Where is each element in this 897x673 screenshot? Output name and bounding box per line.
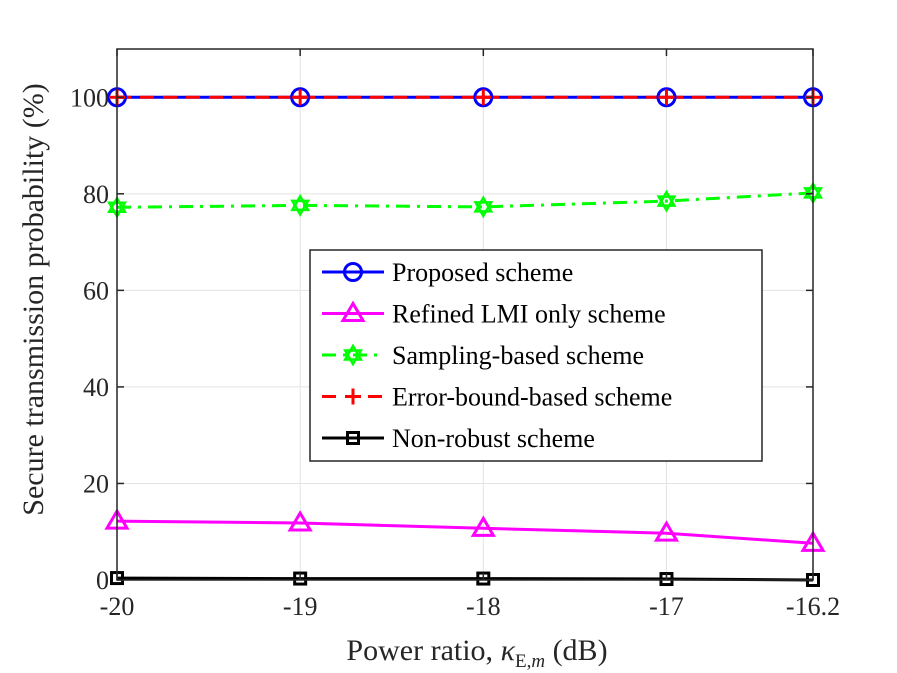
- legend-item-error-bound-based-scheme: Error-bound-based scheme: [322, 383, 672, 412]
- series-point-error-bound-based-scheme: [658, 89, 675, 106]
- hexagram-marker-part: [290, 193, 311, 212]
- x-tick-label: -19: [283, 592, 318, 621]
- legend-item-proposed-scheme: Proposed scheme: [322, 258, 573, 287]
- x-axis-label-subscript: E,: [515, 651, 531, 672]
- legend-marker: [343, 262, 363, 282]
- y-tick-label: 40: [83, 373, 109, 402]
- series-markers: [104, 87, 826, 587]
- legend-label: Proposed scheme: [392, 258, 573, 287]
- x-axis-label-symbol: κ: [501, 634, 516, 667]
- legend-marker: [340, 300, 366, 322]
- series-point-refined-lmi-only-scheme: [287, 510, 313, 532]
- circle-marker: [656, 87, 677, 108]
- triangle-marker: [287, 510, 313, 532]
- triangle-marker: [470, 515, 496, 537]
- square-marker: [346, 431, 360, 445]
- y-tick-label: 60: [83, 276, 109, 305]
- y-tick-label: 80: [83, 180, 109, 209]
- x-tick-label: -17: [649, 592, 684, 621]
- hexagram-marker-part: [473, 195, 494, 213]
- legend-label: Non-robust scheme: [392, 424, 595, 453]
- series-point-refined-lmi-only-scheme: [653, 520, 680, 542]
- series-point-sampling-based-scheme: [656, 189, 677, 213]
- circle-marker: [473, 87, 494, 108]
- y-tick-label: 0: [96, 566, 109, 595]
- series-point-proposed-scheme: [473, 87, 494, 108]
- series-point-proposed-scheme: [656, 87, 677, 108]
- series-point-sampling-based-scheme: [290, 193, 311, 217]
- legend-label: Refined LMI only scheme: [392, 300, 666, 329]
- y-tick-label: 20: [83, 469, 109, 498]
- series-point-refined-lmi-only-scheme: [470, 515, 496, 537]
- series-line-sampling-based-scheme: [116, 191, 814, 209]
- series-point-error-bound-based-scheme: [292, 89, 309, 106]
- x-tick-labels: -20 -19 -18 -17 -16.2: [100, 592, 840, 621]
- y-tick-label: 100: [70, 83, 109, 112]
- series-point-proposed-scheme: [290, 87, 311, 108]
- series-point-error-bound-based-scheme: [475, 89, 492, 106]
- legend-marker: [345, 388, 361, 405]
- hexagram-marker-part: [473, 201, 494, 219]
- legend-box: [309, 249, 763, 462]
- legend-item-refined-lmi-only-scheme: Refined LMI only scheme: [322, 300, 666, 329]
- hexagram-marker-part: [656, 189, 677, 207]
- hexagram-marker-part: [343, 343, 363, 361]
- x-axis-label: Power ratio, κE,m (dB): [346, 634, 607, 672]
- legend-label: Error-bound-based scheme: [392, 383, 672, 412]
- y-tick-labels: 0 20 40 60 80 100: [70, 83, 109, 595]
- series-point-sampling-based-scheme: [473, 195, 494, 219]
- legend-marker: [346, 431, 360, 445]
- x-axis-label-text: Power ratio,: [346, 634, 500, 667]
- x-axis-label-subscript-m: m: [531, 651, 545, 672]
- legend-item-sampling-based-scheme: Sampling-based scheme: [322, 341, 644, 370]
- x-tick-label: -16.2: [786, 592, 840, 621]
- x-tick-label: -18: [466, 592, 501, 621]
- hexagram-marker-part: [656, 195, 677, 213]
- hexagram-marker-part: [290, 199, 311, 217]
- plot-frame: [116, 48, 814, 581]
- legend-marker: [343, 343, 363, 367]
- series-line-refined-lmi-only-scheme: [116, 519, 814, 545]
- y-axis-label: Secure transmission probability (%): [17, 83, 50, 515]
- circle-marker: [343, 262, 363, 282]
- circle-marker: [290, 87, 311, 108]
- x-tick-label: -20: [100, 592, 135, 621]
- triangle-marker: [653, 520, 680, 542]
- axis-ticks: [116, 49, 814, 581]
- hexagram-marker-part: [343, 349, 363, 367]
- legend-label: Sampling-based scheme: [392, 341, 644, 370]
- x-axis-label-unit: (dB): [545, 634, 608, 667]
- legend-item-non-robust-scheme: Non-robust scheme: [322, 424, 595, 453]
- triangle-marker: [340, 300, 366, 322]
